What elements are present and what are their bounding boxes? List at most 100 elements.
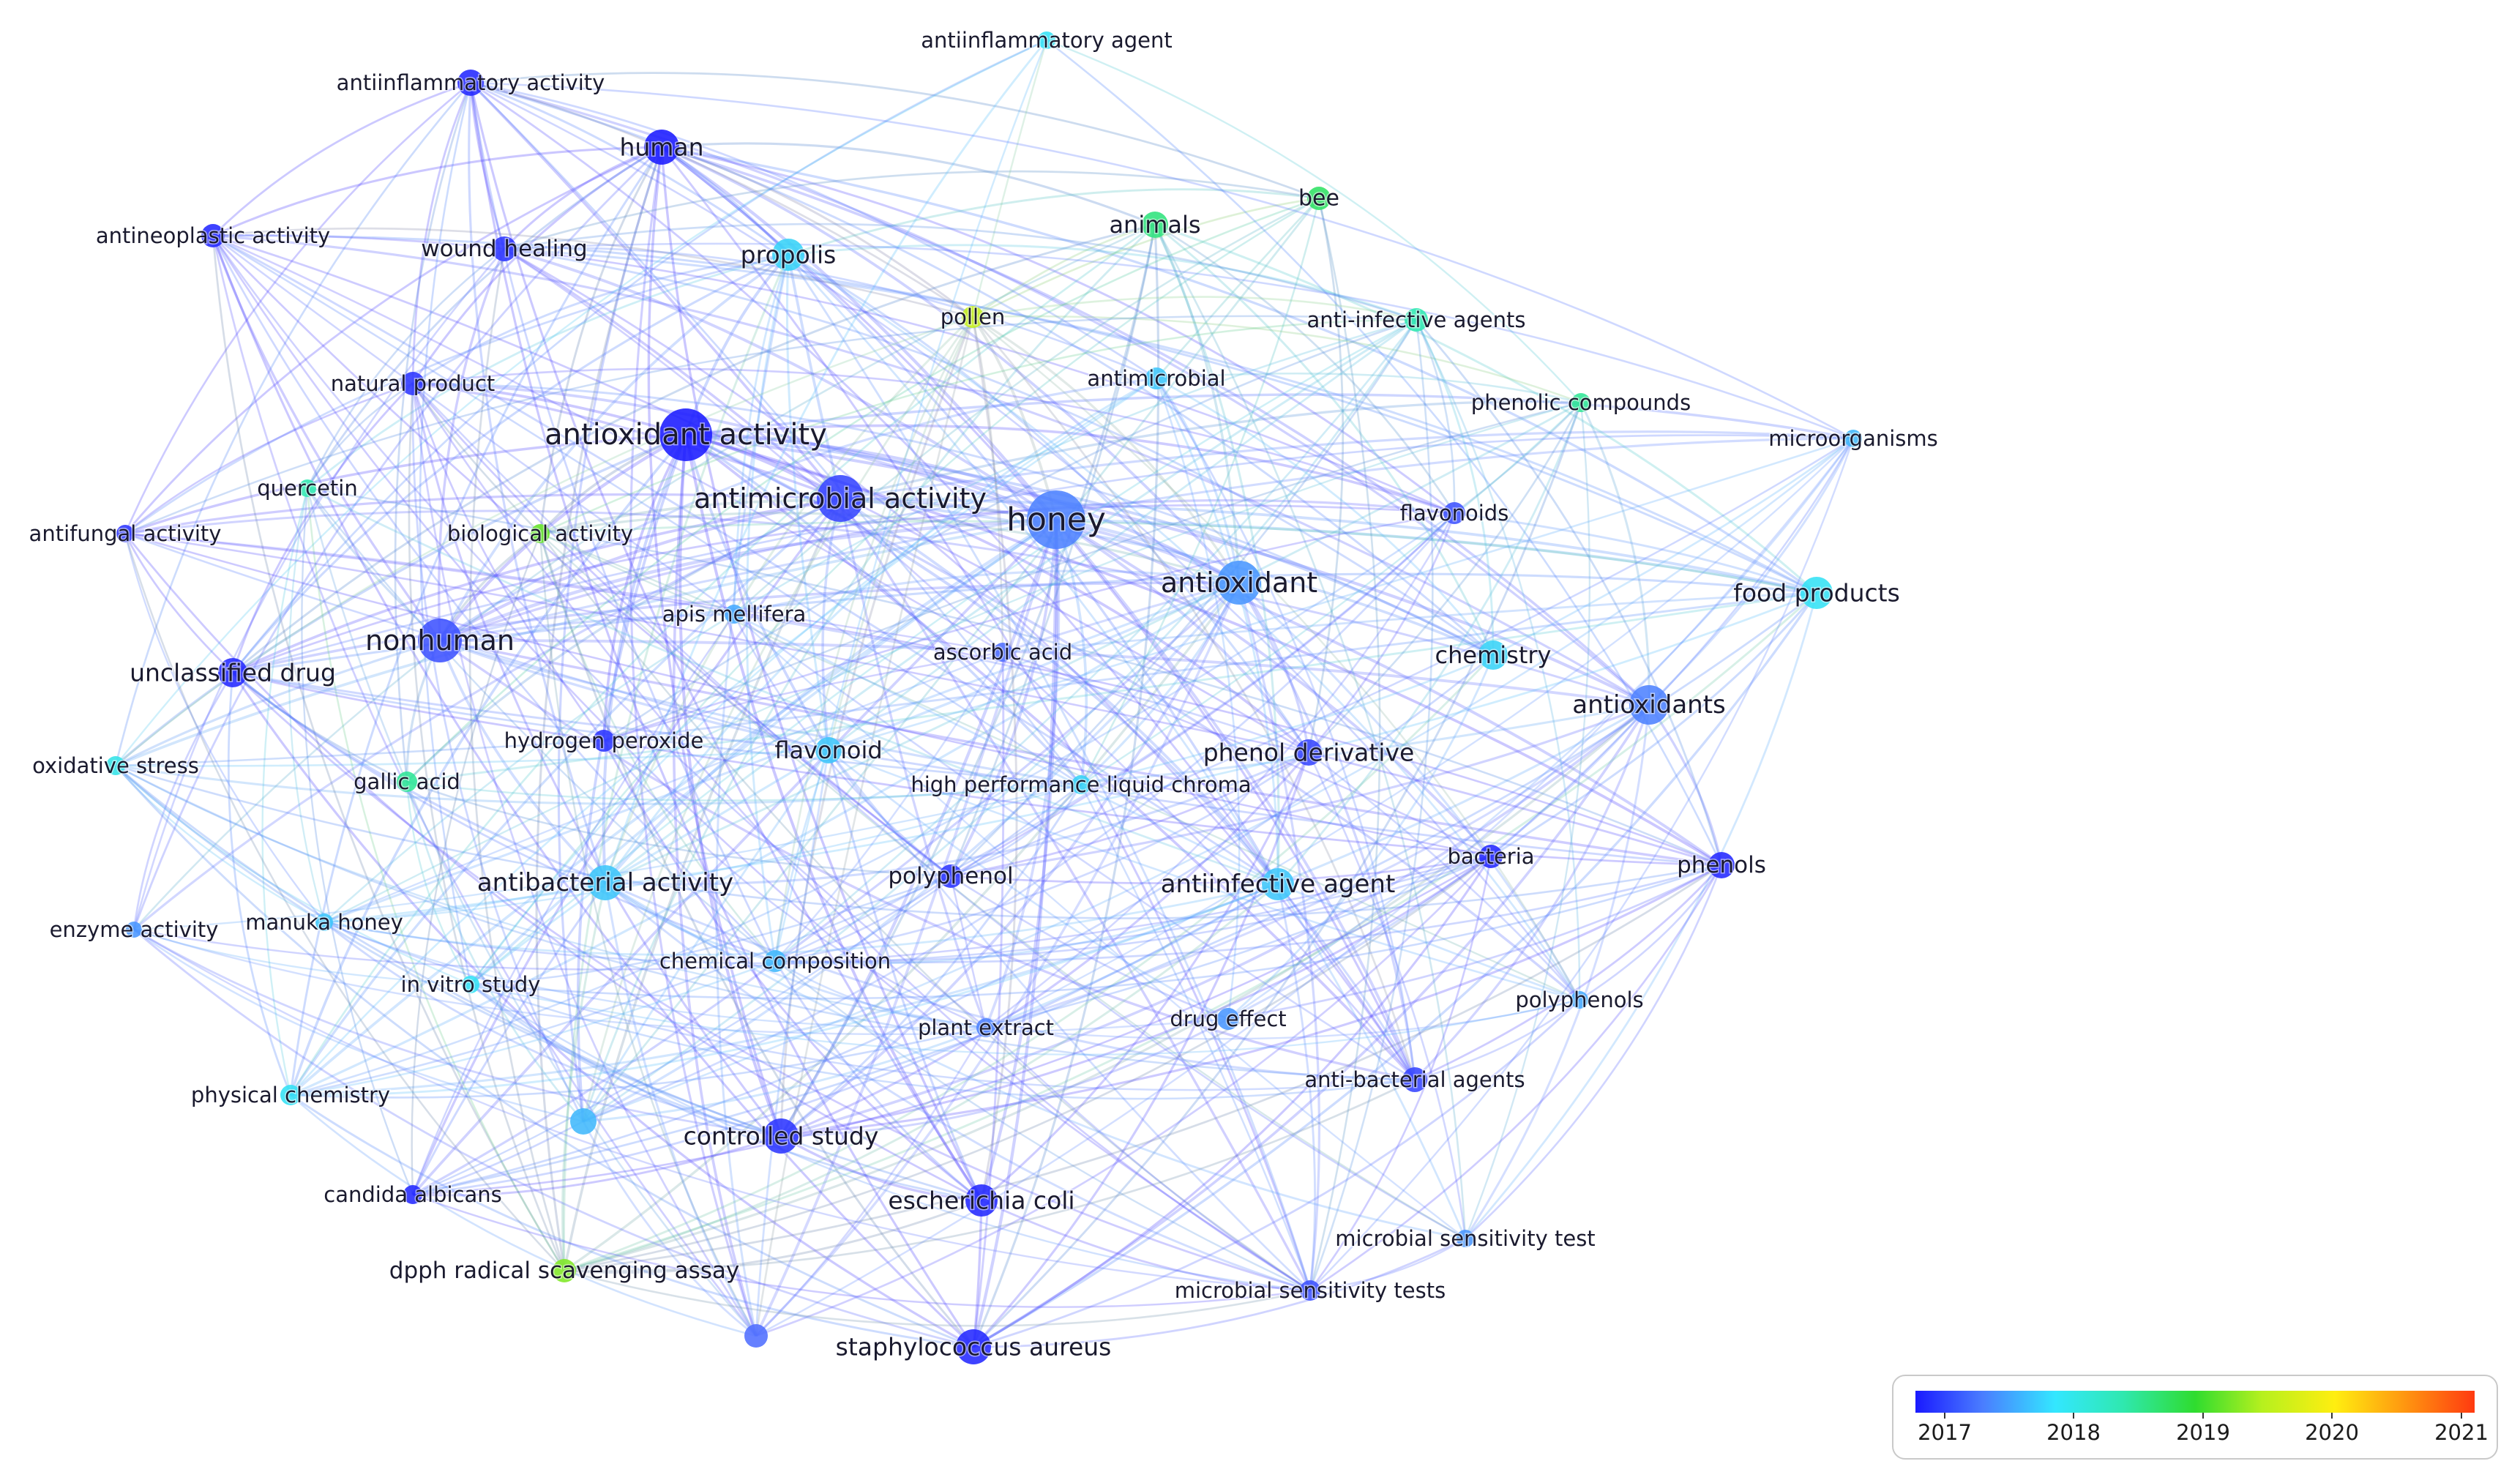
network-link [290, 960, 776, 1096]
node-label-phenol-derivative: phenol derivative [1203, 739, 1415, 767]
node-plant-extract[interactable] [976, 1018, 995, 1037]
node-oxidative-stress[interactable] [106, 756, 125, 775]
network-link [971, 519, 1058, 1348]
node-drug-effect[interactable] [1217, 1008, 1239, 1030]
network-link [470, 881, 606, 986]
node-microbial-sensitivity-test[interactable] [1457, 1230, 1474, 1247]
network-link [603, 401, 1582, 742]
node-antiinflammatory-agent[interactable] [1038, 31, 1055, 49]
network-link [468, 82, 607, 883]
network-link [661, 146, 1455, 515]
network-link [439, 518, 1057, 643]
node-antimicrobial[interactable] [1145, 367, 1167, 389]
network-link [324, 651, 1003, 924]
node-microorganisms[interactable] [1844, 430, 1862, 447]
node-polyphenol[interactable] [939, 864, 962, 888]
network-link [582, 1121, 757, 1337]
network-link [661, 146, 1650, 706]
network-link [470, 983, 1416, 1100]
node-natural-product[interactable] [401, 372, 425, 395]
network-link [324, 921, 782, 1137]
network-link [470, 81, 973, 318]
node-quercetin[interactable] [299, 479, 316, 497]
network-link [468, 248, 566, 1271]
network-link [1464, 402, 1591, 1239]
network-link [406, 197, 1320, 782]
node-manuka-honey[interactable] [315, 914, 333, 931]
network-link [1055, 518, 1310, 754]
node-anti-bacterial-agents[interactable] [1402, 1067, 1427, 1092]
node-anti-infective-agents[interactable] [1405, 308, 1428, 332]
node-escherichia-coli[interactable] [965, 1184, 998, 1217]
node-honey[interactable] [1027, 490, 1085, 549]
network-link [1080, 582, 1241, 786]
network-link [1154, 223, 1495, 656]
network-link [324, 855, 1492, 965]
node-food-products[interactable] [1801, 577, 1833, 609]
node-phenolic-compounds[interactable] [1571, 393, 1590, 412]
node-biological-activity[interactable] [531, 524, 550, 543]
node-hydrogen-peroxide[interactable] [593, 730, 615, 752]
network-nodes [106, 31, 1862, 1364]
node-unlabeled-bottom[interactable] [744, 1324, 768, 1348]
network-link [774, 651, 1004, 962]
network-link [438, 640, 607, 884]
network-link [583, 319, 1418, 1123]
node-antineoplastic-activity[interactable] [201, 224, 225, 247]
node-candida-albicans[interactable] [403, 1185, 422, 1204]
node-antiinfective-agent[interactable] [1262, 868, 1294, 900]
node-phenols[interactable] [1708, 852, 1735, 878]
node-phenol-derivative[interactable] [1295, 739, 1322, 766]
node-human[interactable] [644, 130, 679, 165]
node-label-unclassified-drug: unclassified drug [130, 659, 336, 687]
node-unlabeled-blue[interactable] [570, 1108, 597, 1135]
node-antibacterial-activity[interactable] [588, 865, 623, 900]
node-antifungal-activity[interactable] [116, 525, 134, 542]
node-flavonoids[interactable] [1443, 502, 1465, 524]
node-pollen[interactable] [962, 306, 984, 328]
node-bee[interactable] [1307, 187, 1331, 210]
node-label-antineoplastic-activity: antineoplastic activity [96, 223, 330, 248]
network-link [780, 1017, 1229, 1137]
node-label-antioxidant: antioxidant [1161, 567, 1317, 599]
node-antioxidant-activity[interactable] [659, 408, 712, 461]
network-link [212, 227, 973, 318]
network-link [470, 983, 1580, 1056]
network-link [1309, 438, 1855, 1291]
node-gallic-acid[interactable] [397, 772, 417, 792]
node-nonhuman[interactable] [418, 619, 462, 662]
network-link [504, 223, 1417, 321]
network-link [780, 703, 1650, 1137]
network-link [408, 383, 566, 1271]
node-dpph[interactable] [553, 1259, 576, 1282]
node-apis-mellifera[interactable] [725, 605, 744, 624]
node-unclassified-drug[interactable] [218, 658, 247, 687]
node-chemical-composition[interactable] [764, 950, 786, 972]
node-flavonoid[interactable] [815, 737, 842, 763]
node-controlled-study[interactable] [763, 1118, 799, 1154]
node-physical-chemistry[interactable] [280, 1085, 301, 1105]
node-in-vitro-study[interactable] [462, 976, 479, 993]
node-enzyme-activity[interactable] [126, 922, 142, 938]
node-propolis[interactable] [772, 239, 804, 271]
node-bacteria[interactable] [1479, 845, 1503, 868]
network-link [774, 855, 1492, 963]
node-ascorbic-acid[interactable] [993, 643, 1012, 662]
node-antiinflammatory-activity[interactable] [457, 70, 484, 96]
network-link [661, 142, 1156, 226]
network-link [583, 581, 1241, 1123]
node-hplc[interactable] [1072, 775, 1091, 794]
node-antioxidants[interactable] [1629, 685, 1669, 725]
node-microbial-sensitivity-tests[interactable] [1300, 1280, 1320, 1301]
network-link [827, 750, 983, 1201]
node-antioxidant[interactable] [1217, 561, 1261, 605]
node-staphylococcus-aureus[interactable] [956, 1329, 991, 1364]
network-link [1002, 581, 1240, 654]
node-chemistry[interactable] [1478, 640, 1508, 670]
node-animals[interactable] [1142, 212, 1168, 238]
network-link [785, 254, 830, 751]
node-polyphenols[interactable] [1571, 991, 1588, 1009]
network-link [779, 519, 1058, 1137]
node-wound-healing[interactable] [492, 236, 517, 261]
node-antimicrobial-activity[interactable] [817, 475, 864, 522]
